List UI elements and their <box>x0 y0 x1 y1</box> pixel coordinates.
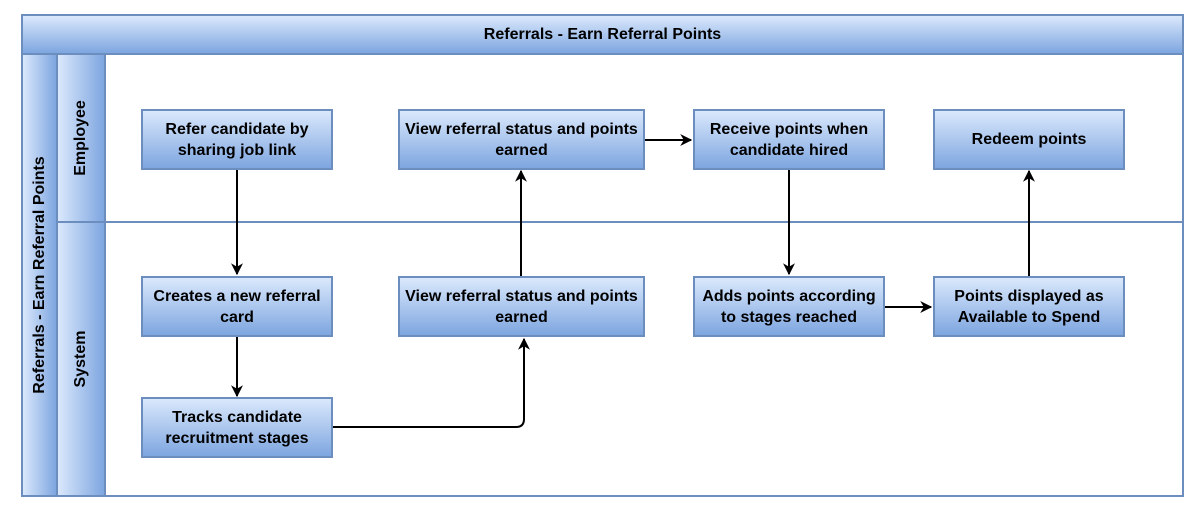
lane-divider <box>104 221 1184 223</box>
node-view-status-employee-text: View referral status and points earned <box>405 120 638 159</box>
node-track-stages: Tracks candidate recruitment stages <box>141 397 333 458</box>
node-receive-points-text: Receive points when candidate hired <box>709 120 869 159</box>
node-points-displayed: Points displayed as Available to Spend <box>933 276 1125 337</box>
lane-label-employee: Employee <box>56 53 106 223</box>
node-receive-points: Receive points when candidate hired <box>693 109 885 170</box>
node-add-points: Adds points according to stages reached <box>693 276 885 337</box>
diagram-title: Referrals - Earn Referral Points <box>21 14 1184 55</box>
node-create-card-text: Creates a new referral card <box>153 287 321 326</box>
node-redeem-points-text: Redeem points <box>971 131 1087 148</box>
node-points-displayed-text: Points displayed as Available to Spend <box>954 287 1104 326</box>
node-view-status-employee: View referral status and points earned <box>398 109 645 170</box>
node-redeem-points: Redeem points <box>933 109 1125 170</box>
node-create-card: Creates a new referral card <box>141 276 333 337</box>
node-view-status-system: View referral status and points earned <box>398 276 645 337</box>
node-refer-candidate: Refer candidate by sharing job link <box>141 109 333 170</box>
lane-label-system: System <box>56 221 106 497</box>
edge-track-to-view-system <box>333 337 530 428</box>
node-refer-candidate-text: Refer candidate by sharing job link <box>165 120 309 159</box>
diagram-title-text: Referrals - Earn Referral Points <box>483 25 722 43</box>
node-add-points-text: Adds points according to stages reached <box>702 287 876 326</box>
node-view-status-system-text: View referral status and points earned <box>405 287 638 326</box>
node-track-stages-text: Tracks candidate recruitment stages <box>165 408 309 447</box>
